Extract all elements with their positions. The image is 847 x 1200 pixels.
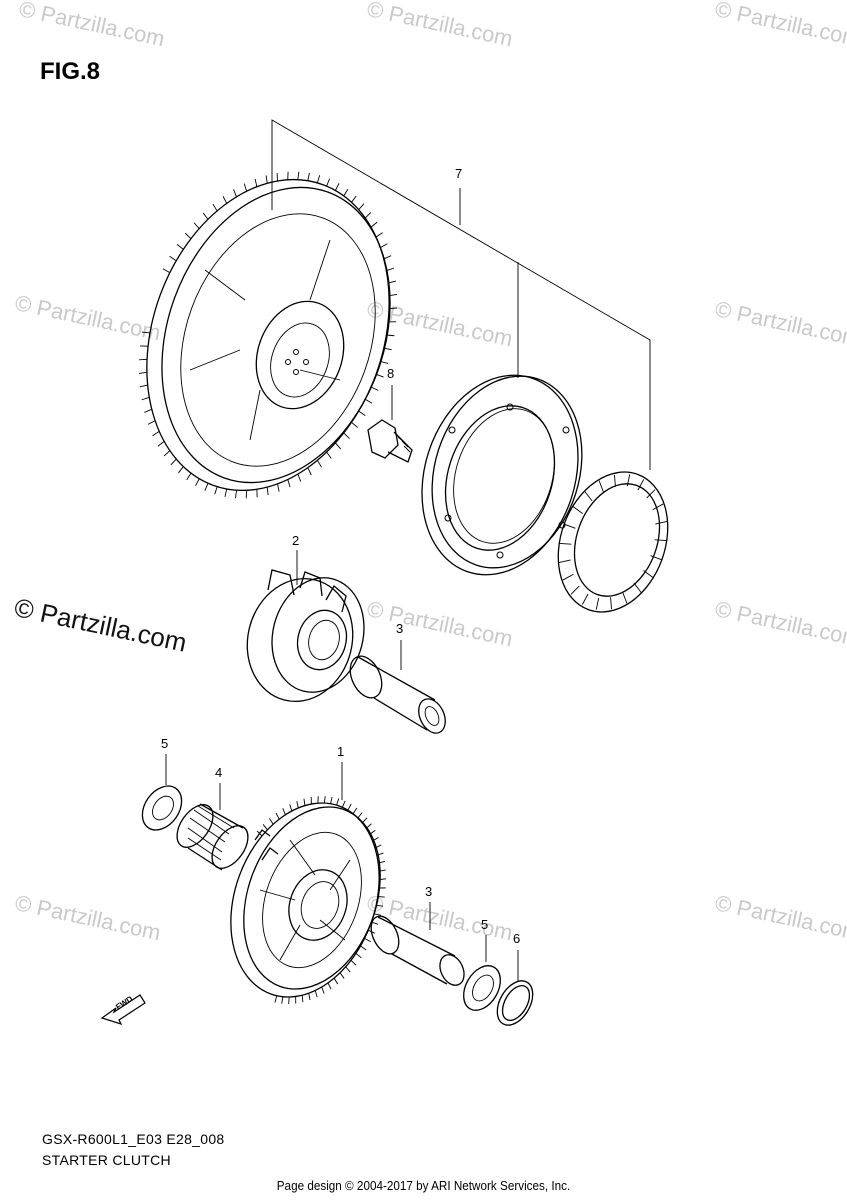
clutch-housing [421, 374, 583, 576]
idle-gear-shaft [370, 915, 465, 986]
callout-4: 4 [215, 765, 222, 780]
callout-1: 1 [337, 744, 344, 759]
one-way-clutch [557, 471, 669, 613]
idle-gear [246, 569, 365, 703]
starter-idle-gear [230, 796, 387, 1004]
callout-2: 2 [292, 533, 299, 548]
diagram-code: GSX-R600L1_E03 E28_008 [42, 1131, 225, 1147]
diagram-caption: STARTER CLUTCH [42, 1152, 171, 1168]
callout-5: 5 [161, 736, 168, 751]
thrust-washer [141, 785, 183, 831]
needle-bearing [176, 803, 249, 871]
figure-title: FIG.8 [40, 58, 101, 85]
copyright-footer: Page design © 2004-2017 by ARI Network S… [276, 1178, 571, 1193]
leader-lines-7 [271, 119, 651, 470]
callout-7: 7 [455, 166, 462, 181]
callout-8: 8 [387, 366, 394, 381]
starter-driven-gear [138, 171, 398, 499]
thrust-washer [463, 965, 501, 1011]
bolt [367, 419, 413, 463]
idle-gear-shaft [349, 655, 446, 734]
fwd-arrow-icon: FWD [100, 994, 146, 1025]
callout-6: 6 [513, 931, 520, 946]
callout-3: 3 [396, 621, 403, 636]
callout-3: 3 [425, 884, 432, 899]
callout-5: 5 [481, 917, 488, 932]
thin-washer [496, 980, 534, 1026]
